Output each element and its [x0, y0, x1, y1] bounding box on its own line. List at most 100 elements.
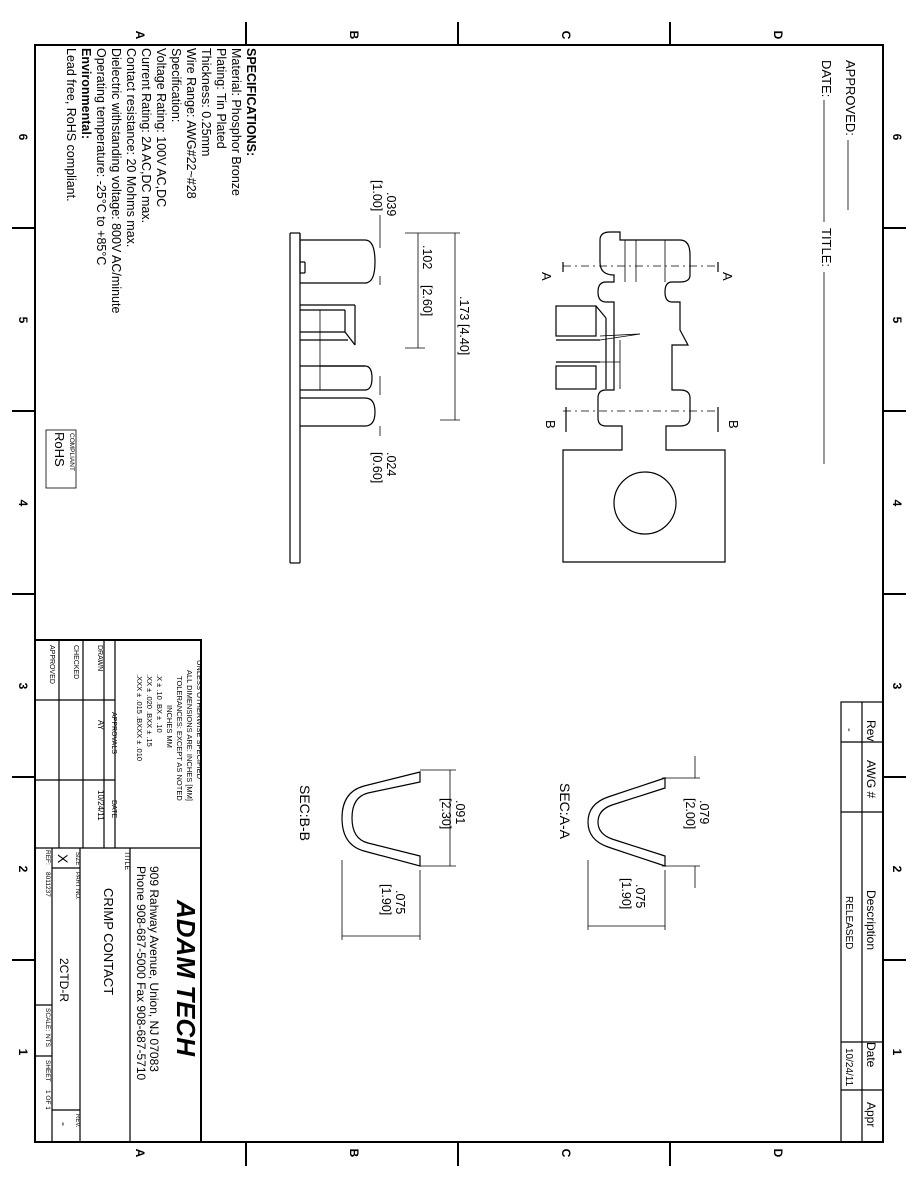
- dim-039: .039: [384, 192, 398, 216]
- tol-line: UNLESS OTHERWISE SPECIFIED: [195, 660, 204, 780]
- dim-024-mm: [0.60]: [370, 452, 384, 483]
- revision-table: Rev AWG # Description Date Appr - RELEAS…: [840, 701, 884, 1143]
- env-line: Lead free, RoHS compliant.: [64, 48, 78, 202]
- contact-top-view: [555, 231, 726, 563]
- sheet-value: 1 OF 1: [44, 1090, 51, 1110]
- zone-4-right: 4: [890, 500, 904, 507]
- tol-line: .XX ± .020 .BXX ± .15: [145, 674, 154, 747]
- title-label: TITLE:: [819, 228, 834, 267]
- zone-1-left: 1: [16, 1049, 30, 1056]
- zone-letters: A B C D A B C D: [133, 31, 785, 1158]
- zone-3-right: 3: [890, 683, 904, 690]
- spec-line: Operating temperature: -25°C to +85°C: [94, 48, 108, 265]
- dim-173-mm: [4.40]: [457, 324, 471, 355]
- date-header: Date: [864, 1042, 878, 1068]
- zone-c-top: C: [559, 31, 573, 40]
- specifications-block: SPECIFICATIONS: Material: Phosphor Bronz…: [64, 48, 258, 313]
- rev-value-tb: -: [57, 1122, 71, 1126]
- zone-6-right: 6: [890, 134, 904, 141]
- part-title: CRIMP CONTACT: [101, 888, 116, 995]
- awg-header: AWG #: [864, 760, 878, 799]
- dim-sec-a-width-mm: [1.90]: [619, 878, 633, 909]
- dim-102-mm: [2.60]: [420, 285, 434, 316]
- spec-line: Plating: Tin Plated: [214, 48, 228, 149]
- rohs-compliant: COMPLIANT: [68, 433, 75, 471]
- rev-value: -: [843, 728, 855, 732]
- zone-ticks: [12, 22, 906, 1166]
- dim-sec-b-height-mm: [2.30]: [439, 798, 453, 829]
- dim-sec-a-height: .079: [697, 800, 711, 824]
- section-b-view: .091 [2.30] .075 [1.90] SEC:B-B: [297, 769, 467, 940]
- zone-numbers: 6 5 4 3 2 1 6 5 4 3 2 1: [16, 134, 904, 1056]
- spec-line: Voltage Rating: 100V AC,DC: [154, 48, 168, 207]
- env-heading: Environmental:: [79, 48, 93, 139]
- rohs-text: RoHS: [52, 432, 67, 467]
- tol-line: .XXX ± .015 .BXXX ± .010: [135, 674, 144, 761]
- dim-039-mm: [1.00]: [370, 180, 384, 211]
- spec-line: Thickness: 0.25mm: [199, 48, 213, 156]
- spec-line: Specification:: [169, 48, 183, 122]
- dim-sec-a-height-mm: [2.00]: [683, 798, 697, 829]
- tol-line: INCHES MM: [165, 705, 174, 748]
- zone-1-right: 1: [890, 1049, 904, 1056]
- scale-value: NTS: [44, 1034, 51, 1048]
- spec-heading: SPECIFICATIONS:: [244, 48, 258, 156]
- zone-4-left: 4: [16, 500, 30, 507]
- zone-a-bottom: A: [133, 1149, 147, 1158]
- sec-a-label: SEC:A-A: [557, 783, 573, 840]
- company-phone: Phone 908-687-5000 Fax 908-687-5710: [134, 866, 148, 1080]
- appr-header: Appr: [864, 1102, 878, 1127]
- title-field-label: TITLE: [123, 851, 130, 870]
- size-value: X: [55, 854, 71, 864]
- sheet-border: [34, 44, 884, 1143]
- part-no-value: 2CTD-R: [57, 958, 71, 1002]
- company-name: ADAM TECH: [171, 899, 201, 1057]
- size-label: SIZE: [74, 852, 80, 865]
- spec-line: Material: Phosphor Bronze: [229, 48, 243, 196]
- zone-2-right: 2: [890, 866, 904, 873]
- dim-sec-b-height: .091: [453, 800, 467, 824]
- dim-102: .102: [420, 245, 434, 269]
- spec-line: Dielectric withstanding voltage: 800V AC…: [109, 48, 123, 313]
- zone-c-bottom: C: [559, 1149, 573, 1158]
- dim-sec-a-width: .075: [633, 884, 647, 908]
- zone-a-top: A: [133, 31, 147, 40]
- rev-label: REV.: [74, 1114, 80, 1128]
- company-address: 909 Rahway Avenue, Union, NJ 07083: [147, 866, 161, 1072]
- description-header: Description: [864, 890, 878, 950]
- section-a-left: A: [539, 272, 554, 281]
- rohs-logo: RoHS COMPLIANT: [45, 429, 77, 489]
- description-value: RELEASED: [843, 896, 854, 949]
- approval-block: APPROVED: DATE: TITLE:: [819, 60, 858, 464]
- tol-line: TOLERANCES: EXCEPT AS NOTED: [175, 676, 184, 801]
- spec-line: Wire Range: AWG#22~#28: [184, 48, 198, 199]
- dim-173: .173: [457, 296, 471, 320]
- section-a-view: .079 [2.00] .075 [1.90] SEC:A-A: [557, 756, 711, 930]
- approved-label: APPROVED:: [843, 60, 858, 136]
- zone-5-right: 5: [890, 317, 904, 324]
- drawn-by: AY: [96, 720, 105, 731]
- tol-line: ALL DIMENSIONS ARE: INCHES [MM]: [185, 670, 194, 801]
- drawn-label: DRAWN: [96, 645, 103, 671]
- side-view-dimensions: .039 [1.00] .102 [2.60] .173 [4.40] .024…: [370, 180, 471, 483]
- dim-sec-b-width: .075: [393, 890, 407, 914]
- section-b-left: B: [543, 420, 558, 429]
- zone-5-left: 5: [16, 317, 30, 324]
- zone-b-bottom: B: [347, 1149, 361, 1158]
- sheet-label: SHEET: [44, 1060, 51, 1082]
- ref-value: 8011237: [44, 872, 51, 897]
- dim-sec-b-width-mm: [1.90]: [379, 884, 393, 915]
- sec-b-label: SEC:B-B: [297, 785, 313, 841]
- section-a-right: A: [720, 272, 735, 281]
- section-b-right: B: [726, 420, 741, 429]
- spec-line: Current Rating: 2A AC,DC max.: [139, 48, 153, 223]
- approvals-date-header: DATE: [110, 800, 117, 818]
- zone-6-left: 6: [16, 134, 30, 141]
- date-value: 10/24/11: [843, 1048, 854, 1087]
- zone-d-top: D: [771, 31, 785, 40]
- zone-b-top: B: [347, 31, 361, 40]
- checked-label: CHECKED: [72, 645, 79, 679]
- scale-label: SCALE:: [44, 1008, 51, 1031]
- contact-side-view: [289, 232, 376, 564]
